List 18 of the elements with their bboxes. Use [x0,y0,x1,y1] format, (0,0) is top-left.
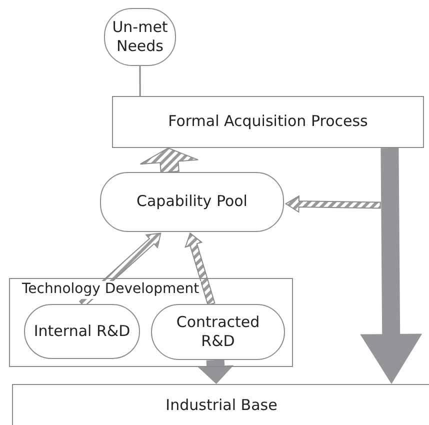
block-arrow [198,360,234,384]
group-box [9,278,293,367]
node-label: Industrial Base [164,396,278,416]
group-heading: Technology Development [20,281,202,298]
connector-line [139,66,141,96]
process-box [112,96,424,148]
node-label: Capability Pool [136,192,248,212]
rounded-box [104,8,176,66]
hatched-arrow [184,232,216,306]
node-label: Contracted R&D [175,312,261,352]
node-label: Internal R&D [32,322,132,342]
rounded-box [100,172,284,232]
hatched-arrow [140,147,199,174]
node-label: Formal Acquisition Process [168,112,368,132]
hatched-arrow [284,195,381,213]
node-label: Un-met Needs [111,18,169,56]
process-box [12,384,429,425]
block-arrow [360,148,422,384]
